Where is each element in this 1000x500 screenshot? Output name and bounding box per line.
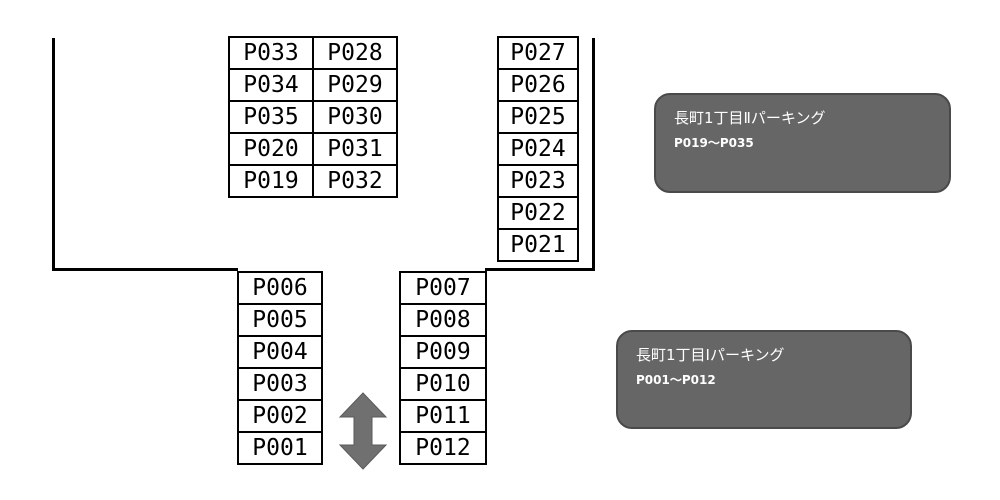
lot1-range: P001～P012	[636, 373, 716, 387]
parking-stall: P028	[312, 36, 398, 70]
lot2-range: P019～P035	[674, 136, 754, 150]
parking-stall: P004	[237, 335, 323, 369]
lot-boundary-left-wall	[52, 38, 55, 271]
lot-boundary-right-wall	[592, 38, 595, 271]
parking-stall: P002	[237, 399, 323, 433]
lot1-label-box: 長町1丁目Ⅰパーキング P001～P012	[616, 330, 912, 429]
parking-stall: P031	[312, 132, 398, 166]
lot-boundary-bottom-wall	[52, 268, 238, 271]
double-vertical-arrow-icon	[338, 392, 388, 470]
parking-stall: P034	[228, 68, 314, 102]
parking-stall: P008	[399, 303, 487, 337]
parking-stall: P023	[497, 164, 579, 198]
parking-stall: P009	[399, 335, 487, 369]
parking-stall: P001	[237, 431, 323, 465]
parking-stall: P006	[237, 271, 323, 305]
parking-stall: P035	[228, 100, 314, 134]
parking-stall: P019	[228, 164, 314, 198]
parking-stall: P010	[399, 367, 487, 401]
parking-stall: P007	[399, 271, 487, 305]
parking-stall: P011	[399, 399, 487, 433]
parking-stall: P030	[312, 100, 398, 134]
parking-stall: P022	[497, 196, 579, 230]
parking-stall: P025	[497, 100, 579, 134]
lot2-label-box: 長町1丁目Ⅱパーキング P019～P035	[654, 93, 951, 193]
parking-stall: P033	[228, 36, 314, 70]
parking-stall: P024	[497, 132, 579, 166]
lot1-name: 長町1丁目Ⅰパーキング	[636, 346, 785, 364]
lot2-name: 長町1丁目Ⅱパーキング	[674, 109, 826, 127]
parking-stall: P005	[237, 303, 323, 337]
parking-stall: P003	[237, 367, 323, 401]
parking-stall: P020	[228, 132, 314, 166]
parking-stall: P029	[312, 68, 398, 102]
parking-stall: P027	[497, 36, 579, 70]
parking-stall: P021	[497, 228, 579, 262]
parking-stall: P026	[497, 68, 579, 102]
parking-stall: P012	[399, 431, 487, 465]
lot-boundary-bottom-right-wall	[485, 268, 595, 271]
parking-stall: P032	[312, 164, 398, 198]
